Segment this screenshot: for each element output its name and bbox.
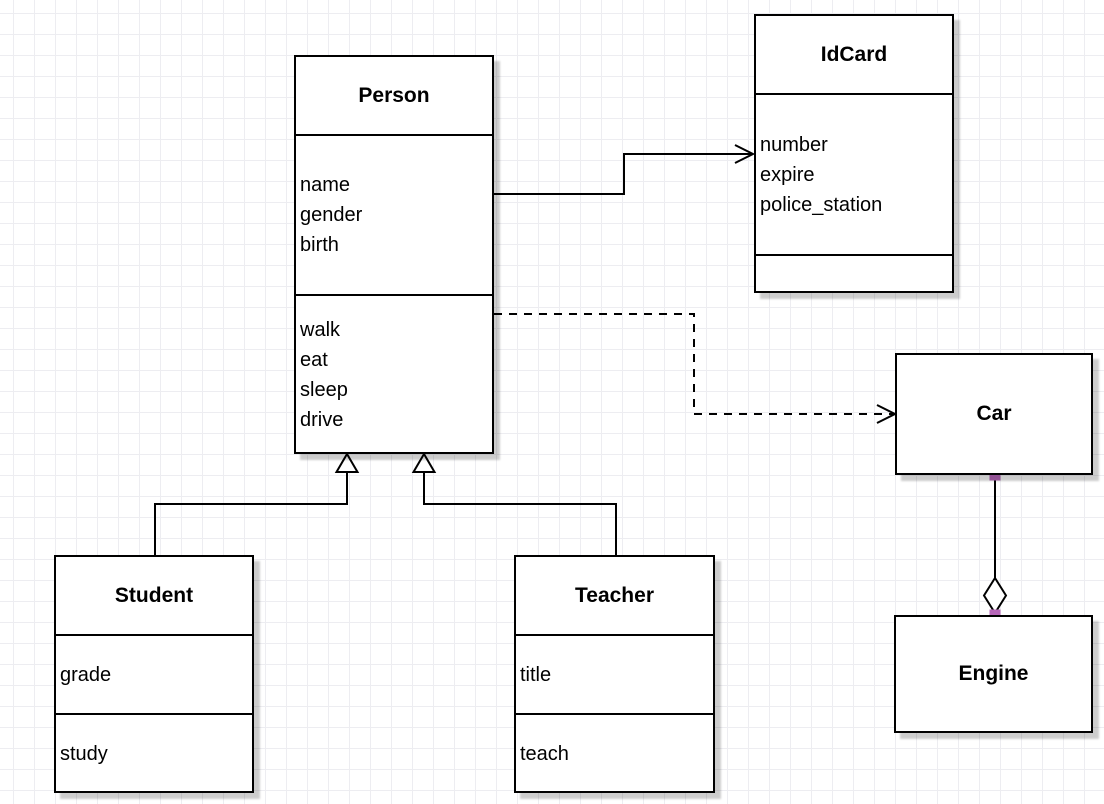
open-arrowhead	[734, 144, 756, 164]
method-label: walk	[300, 319, 341, 341]
attribute-label: gender	[300, 204, 363, 226]
edge-line[interactable]	[494, 313, 893, 415]
class-box-idcard[interactable]: IdCard number expire police_station	[754, 14, 954, 293]
hollow-triangle-arrowhead	[334, 452, 360, 473]
attributes-section: title	[516, 634, 713, 713]
method-label: eat	[300, 349, 328, 371]
edge-association-person-idcard[interactable]	[494, 144, 756, 195]
attribute-label: grade	[60, 663, 112, 686]
class-box-engine[interactable]: Engine	[894, 615, 1093, 733]
attribute-label: title	[520, 663, 552, 686]
class-box-car[interactable]: Car	[895, 353, 1093, 475]
method-label: teach	[520, 743, 569, 765]
attribute-label: name	[300, 174, 351, 196]
attribute-label: expire	[760, 163, 815, 186]
attribute-label: number	[760, 133, 828, 156]
attributes-section: grade	[56, 634, 252, 713]
hollow-diamond-arrowhead	[982, 576, 1008, 615]
methods-section	[756, 254, 952, 293]
class-box-person[interactable]: Person name gender birth walk eat sleep drive	[294, 55, 494, 454]
attributes-section: number expire police_station	[756, 93, 952, 254]
class-box-student[interactable]: Student grade study	[54, 555, 254, 793]
method-label: sleep	[300, 379, 348, 401]
attribute-label: birth	[300, 234, 339, 256]
methods-section: walk eat sleep drive	[296, 294, 492, 454]
class-title: Student	[114, 583, 194, 607]
class-title: IdCard	[820, 42, 888, 66]
method-label: study	[60, 743, 108, 765]
class-title: Person	[358, 83, 430, 107]
edge-line[interactable]	[423, 472, 617, 555]
connection-handle[interactable]	[989, 469, 1001, 481]
edge-line[interactable]	[494, 153, 752, 195]
edge-aggregation-car-engine[interactable]	[982, 469, 1008, 621]
methods-section: study	[56, 713, 252, 793]
methods-section: teach	[516, 713, 713, 793]
hollow-triangle-arrowhead	[411, 452, 437, 473]
class-title: Teacher	[575, 583, 654, 607]
edge-line[interactable]	[154, 472, 348, 555]
edge-generalization-student-person[interactable]	[154, 452, 360, 555]
class-title: Engine	[958, 662, 1029, 685]
attributes-section: name gender birth	[296, 134, 492, 294]
method-label: drive	[300, 409, 344, 431]
edge-dependency-person-car[interactable]	[494, 313, 898, 424]
edge-generalization-teacher-person[interactable]	[411, 452, 617, 555]
class-box-teacher[interactable]: Teacher title teach	[514, 555, 715, 793]
class-title: Car	[976, 402, 1012, 425]
attribute-label: police_station	[760, 193, 883, 216]
